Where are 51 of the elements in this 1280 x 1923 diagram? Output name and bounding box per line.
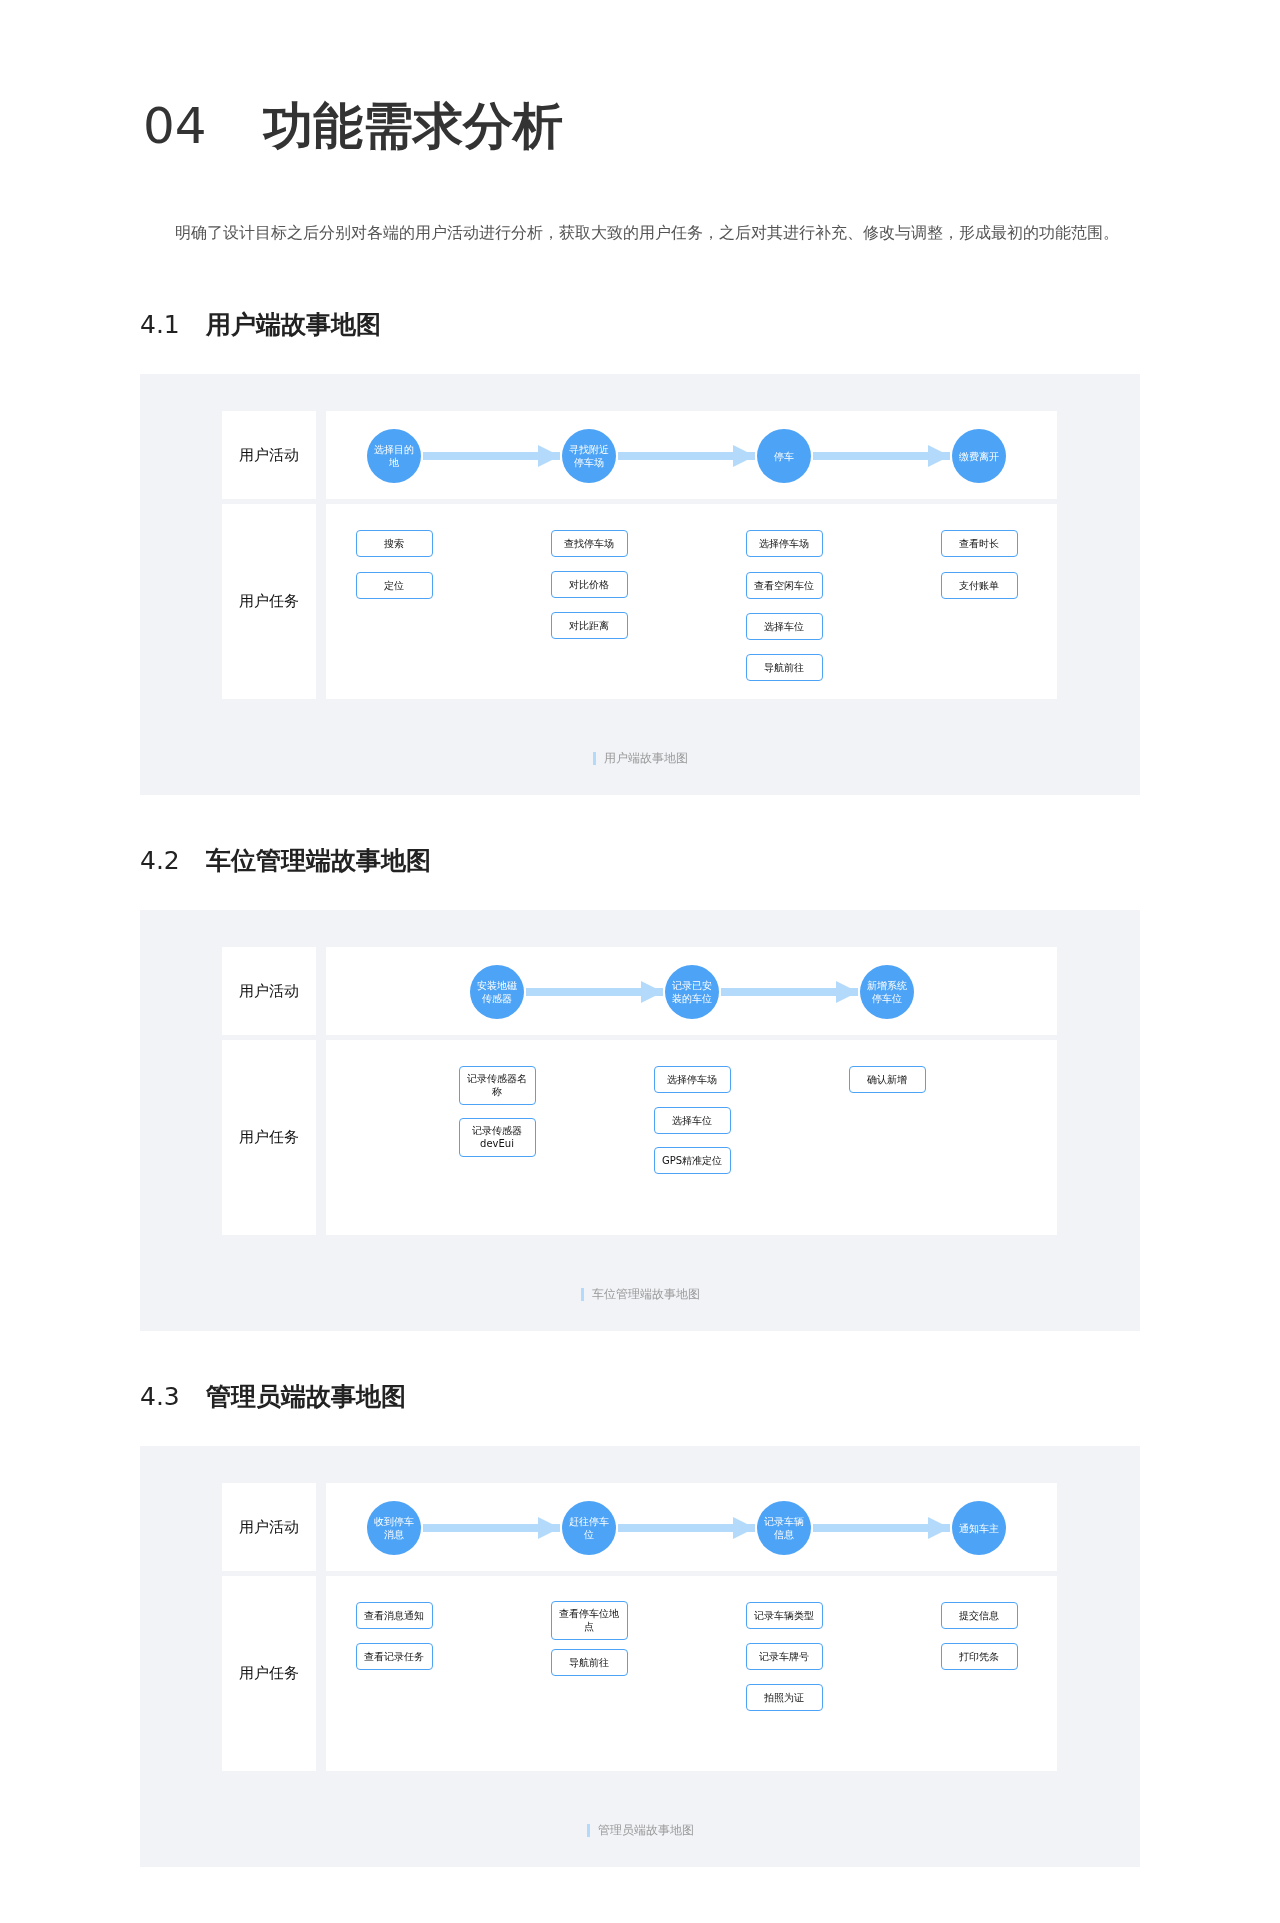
task-box: 导航前往 xyxy=(745,653,823,681)
arrow xyxy=(423,445,560,467)
task-box: GPS精准定位 xyxy=(653,1146,731,1174)
task-box: 导航前往 xyxy=(550,1648,628,1676)
task-box: 记录传感器名称 xyxy=(458,1065,536,1105)
story-map-panel xyxy=(140,910,1140,1331)
row-header: 用户活动 xyxy=(222,411,316,499)
task-box: 选择停车场 xyxy=(745,529,823,557)
task-box: 支付账单 xyxy=(940,571,1018,599)
task-box: 拍照为证 xyxy=(745,1683,823,1711)
task-box: 提交信息 xyxy=(940,1601,1018,1629)
figure-caption: 用户端故事地图 xyxy=(592,752,688,765)
task-box: 打印凭条 xyxy=(940,1642,1018,1670)
section-heading: 4.3 管理员端故事地图 xyxy=(140,1381,406,1413)
figure-caption: 管理员端故事地图 xyxy=(586,1824,694,1837)
intro-paragraph: 明确了设计目标之后分别对各端的用户活动进行分析，获取大致的用户任务，之后对其进行补充、修改与调整，形成最初的功能范围。 xyxy=(174,222,1121,244)
task-box: 搜索 xyxy=(355,529,433,557)
row-header: 用户任务 xyxy=(222,504,316,699)
task-box: 对比价格 xyxy=(550,570,628,598)
section-heading: 4.2 车位管理端故事地图 xyxy=(140,845,431,877)
task-box: 确认新增 xyxy=(848,1065,926,1093)
task-box: 查看停车位地点 xyxy=(550,1600,628,1640)
task-box: 记录传感器devEui xyxy=(458,1117,536,1157)
task-box: 查看消息通知 xyxy=(355,1601,433,1629)
figure-caption: 车位管理端故事地图 xyxy=(580,1288,700,1301)
arrow xyxy=(526,981,663,1003)
arrow xyxy=(813,1517,950,1539)
task-box: 定位 xyxy=(355,571,433,599)
row-header: 用户任务 xyxy=(222,1576,316,1771)
task-box: 记录车辆类型 xyxy=(745,1601,823,1629)
row-header: 用户活动 xyxy=(222,947,316,1035)
task-box: 选择车位 xyxy=(745,612,823,640)
task-box: 对比距离 xyxy=(550,611,628,639)
task-box: 选择车位 xyxy=(653,1106,731,1134)
story-map-panel xyxy=(140,374,1140,795)
arrow xyxy=(618,445,755,467)
row-header: 用户任务 xyxy=(222,1040,316,1235)
task-box: 选择停车场 xyxy=(653,1065,731,1093)
arrow xyxy=(721,981,858,1003)
page-title: 04 功能需求分析 xyxy=(143,96,563,156)
arrow xyxy=(423,1517,560,1539)
task-box: 记录车牌号 xyxy=(745,1642,823,1670)
task-box: 查看空闲车位 xyxy=(745,571,823,599)
story-map-panel xyxy=(140,1446,1140,1867)
arrow xyxy=(618,1517,755,1539)
section-heading: 4.1 用户端故事地图 xyxy=(140,309,381,341)
task-box: 查看时长 xyxy=(940,529,1018,557)
row-header: 用户活动 xyxy=(222,1483,316,1571)
arrow xyxy=(813,445,950,467)
task-box: 查找停车场 xyxy=(550,529,628,557)
task-box: 查看记录任务 xyxy=(355,1642,433,1670)
